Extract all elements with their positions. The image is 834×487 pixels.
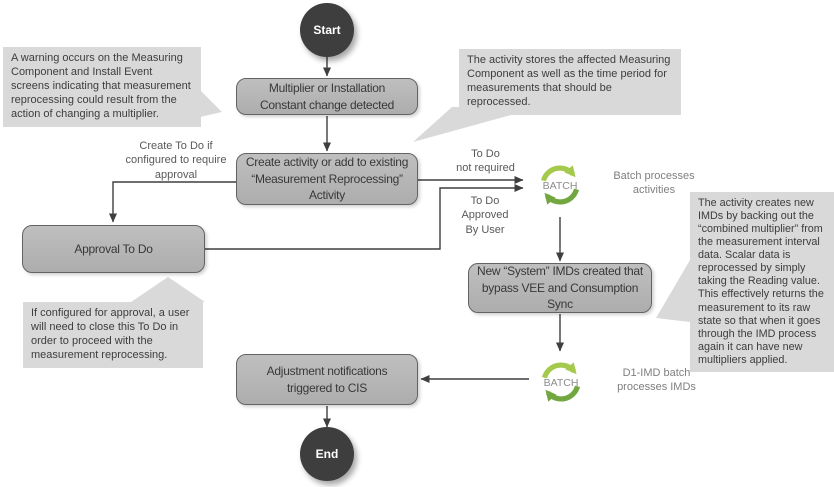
process-new-system-imds-line: New “System” IMDs created that: [477, 264, 643, 279]
callout-approval-note-tail: [131, 277, 205, 302]
process-new-system-imds: New “System” IMDs created that bypass VE…: [468, 263, 652, 313]
batch-arc-top: [540, 165, 576, 182]
edge-label-todo-approved-line: To Do: [470, 195, 500, 207]
process-approval-todo: Approval To Do: [22, 225, 205, 273]
process-new-system-imds-line: Sync: [547, 297, 573, 312]
process-create-activity-line: Create activity or add to existing: [245, 155, 409, 170]
edge-label-create-todo-line: approval: [154, 168, 198, 181]
batch-cycle-icon: BATCH: [540, 165, 580, 205]
edge-label-todo-not-required: To Do not required: [448, 147, 523, 176]
batch1-icon-label: BATCH: [543, 180, 578, 192]
batch-cycle-icon: BATCH: [541, 362, 581, 402]
process-adjustment-notifications-line: Adjustment notifications: [266, 363, 388, 378]
end-label: End: [315, 447, 339, 461]
callout-imd-backout-tail: [656, 260, 690, 322]
batch1-caption: Batch processes activities: [604, 169, 704, 198]
callout-activity-stores-tail: [413, 107, 540, 142]
callout-warning-tail: [200, 90, 222, 117]
edge-label-todo-not-required-line: To Do: [471, 148, 500, 160]
edge-label-create-todo-line: configured to require: [125, 154, 227, 167]
edge-label-todo-approved-line: By User: [465, 223, 505, 236]
edge-label-todo-approved-line: Approved: [461, 209, 509, 222]
callout-activity-stores: The activity stores the affected Measuri…: [459, 49, 681, 115]
process-create-activity: Create activity or add to existing “Meas…: [236, 153, 418, 205]
end-node: End: [300, 427, 354, 481]
batch1-caption-line: activities: [632, 184, 676, 197]
batch-arc-bottom: [544, 188, 580, 205]
batch-arc-bottom: [545, 385, 581, 402]
batch2-caption-line: D1-IMD batch: [622, 367, 691, 379]
callout-warning: A warning occurs on the Measuring Compon…: [3, 47, 201, 127]
batch1-caption-line: Batch processes: [613, 170, 695, 182]
batch-arc-top: [541, 362, 577, 379]
batch2-caption: D1-IMD batch processes IMDs: [604, 366, 709, 395]
process-change-detected: Multiplier or Installation Constant chan…: [236, 78, 418, 115]
batch2-icon-label: BATCH: [544, 377, 579, 389]
edge-label-create-todo: Create To Do if configured to require ap…: [110, 139, 242, 182]
batch2-caption-line: processes IMDs: [617, 381, 696, 394]
process-approval-todo-line: Approval To Do: [74, 241, 153, 256]
arrow-create-to-approval: [109, 181, 236, 223]
arrow-approval-to-batch1: [205, 184, 524, 250]
start-node: Start: [300, 3, 354, 57]
edge-label-todo-approved: To Do Approved By User: [452, 194, 518, 237]
process-adjustment-notifications-line: triggered to CIS: [286, 380, 368, 395]
process-change-detected-line: Multiplier or Installation: [268, 80, 386, 95]
process-change-detected-line: Constant change detected: [259, 97, 395, 112]
process-create-activity-line: Activity: [308, 188, 345, 203]
start-label: Start: [313, 23, 341, 37]
callout-imd-backout: The activity creates new IMDs by backing…: [690, 192, 834, 372]
edge-label-todo-not-required-line: not required: [456, 162, 515, 175]
callout-approval-note: If configured for approval, a user will …: [23, 302, 203, 368]
process-create-activity-line: “Measurement Reprocessing”: [251, 171, 403, 186]
process-new-system-imds-line: bypass VEE and Consumption: [481, 280, 639, 295]
edge-label-create-todo-line: Create To Do if: [139, 140, 213, 152]
process-adjustment-notifications: Adjustment notifications triggered to CI…: [236, 354, 418, 405]
